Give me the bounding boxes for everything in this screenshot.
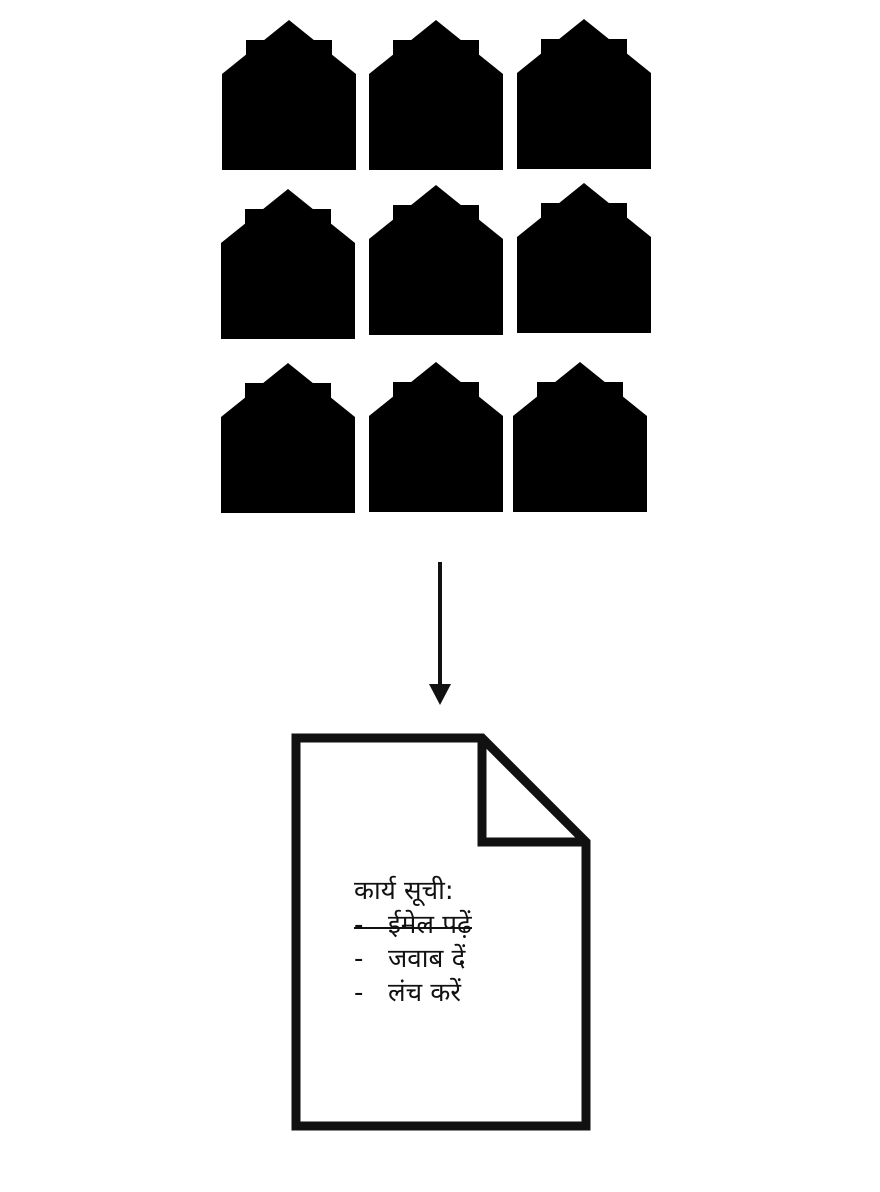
todo-item-label: ईमेल पढ़ें bbox=[388, 910, 472, 940]
envelope-icon bbox=[513, 362, 647, 512]
todo-bullet: - bbox=[354, 978, 364, 1008]
envelope-icon bbox=[369, 362, 503, 512]
todo-title: कार्य सूची: bbox=[354, 876, 454, 906]
down-arrow-icon bbox=[429, 562, 451, 705]
envelope-icon bbox=[369, 185, 503, 335]
envelope-icon bbox=[222, 20, 356, 170]
todo-bullet: - bbox=[354, 944, 364, 974]
envelope-icon bbox=[517, 19, 651, 169]
todo-item-reply: - जवाब दें bbox=[354, 942, 574, 976]
envelope-icon bbox=[517, 183, 651, 333]
todo-list: कार्य सूची: - ईमेल पढ़ें - जवाब दें - लं… bbox=[354, 874, 574, 1010]
todo-item-lunch: - लंच करें bbox=[354, 976, 574, 1010]
todo-item-label: लंच करें bbox=[388, 978, 462, 1008]
todo-bullet: - bbox=[354, 910, 364, 940]
envelope-icon bbox=[221, 189, 355, 339]
todo-item-label: जवाब दें bbox=[388, 944, 466, 974]
todo-item-read-email: - ईमेल पढ़ें bbox=[354, 908, 574, 942]
envelope-icon bbox=[369, 20, 503, 170]
document-icon bbox=[291, 733, 591, 1131]
envelope-icon bbox=[221, 363, 355, 513]
